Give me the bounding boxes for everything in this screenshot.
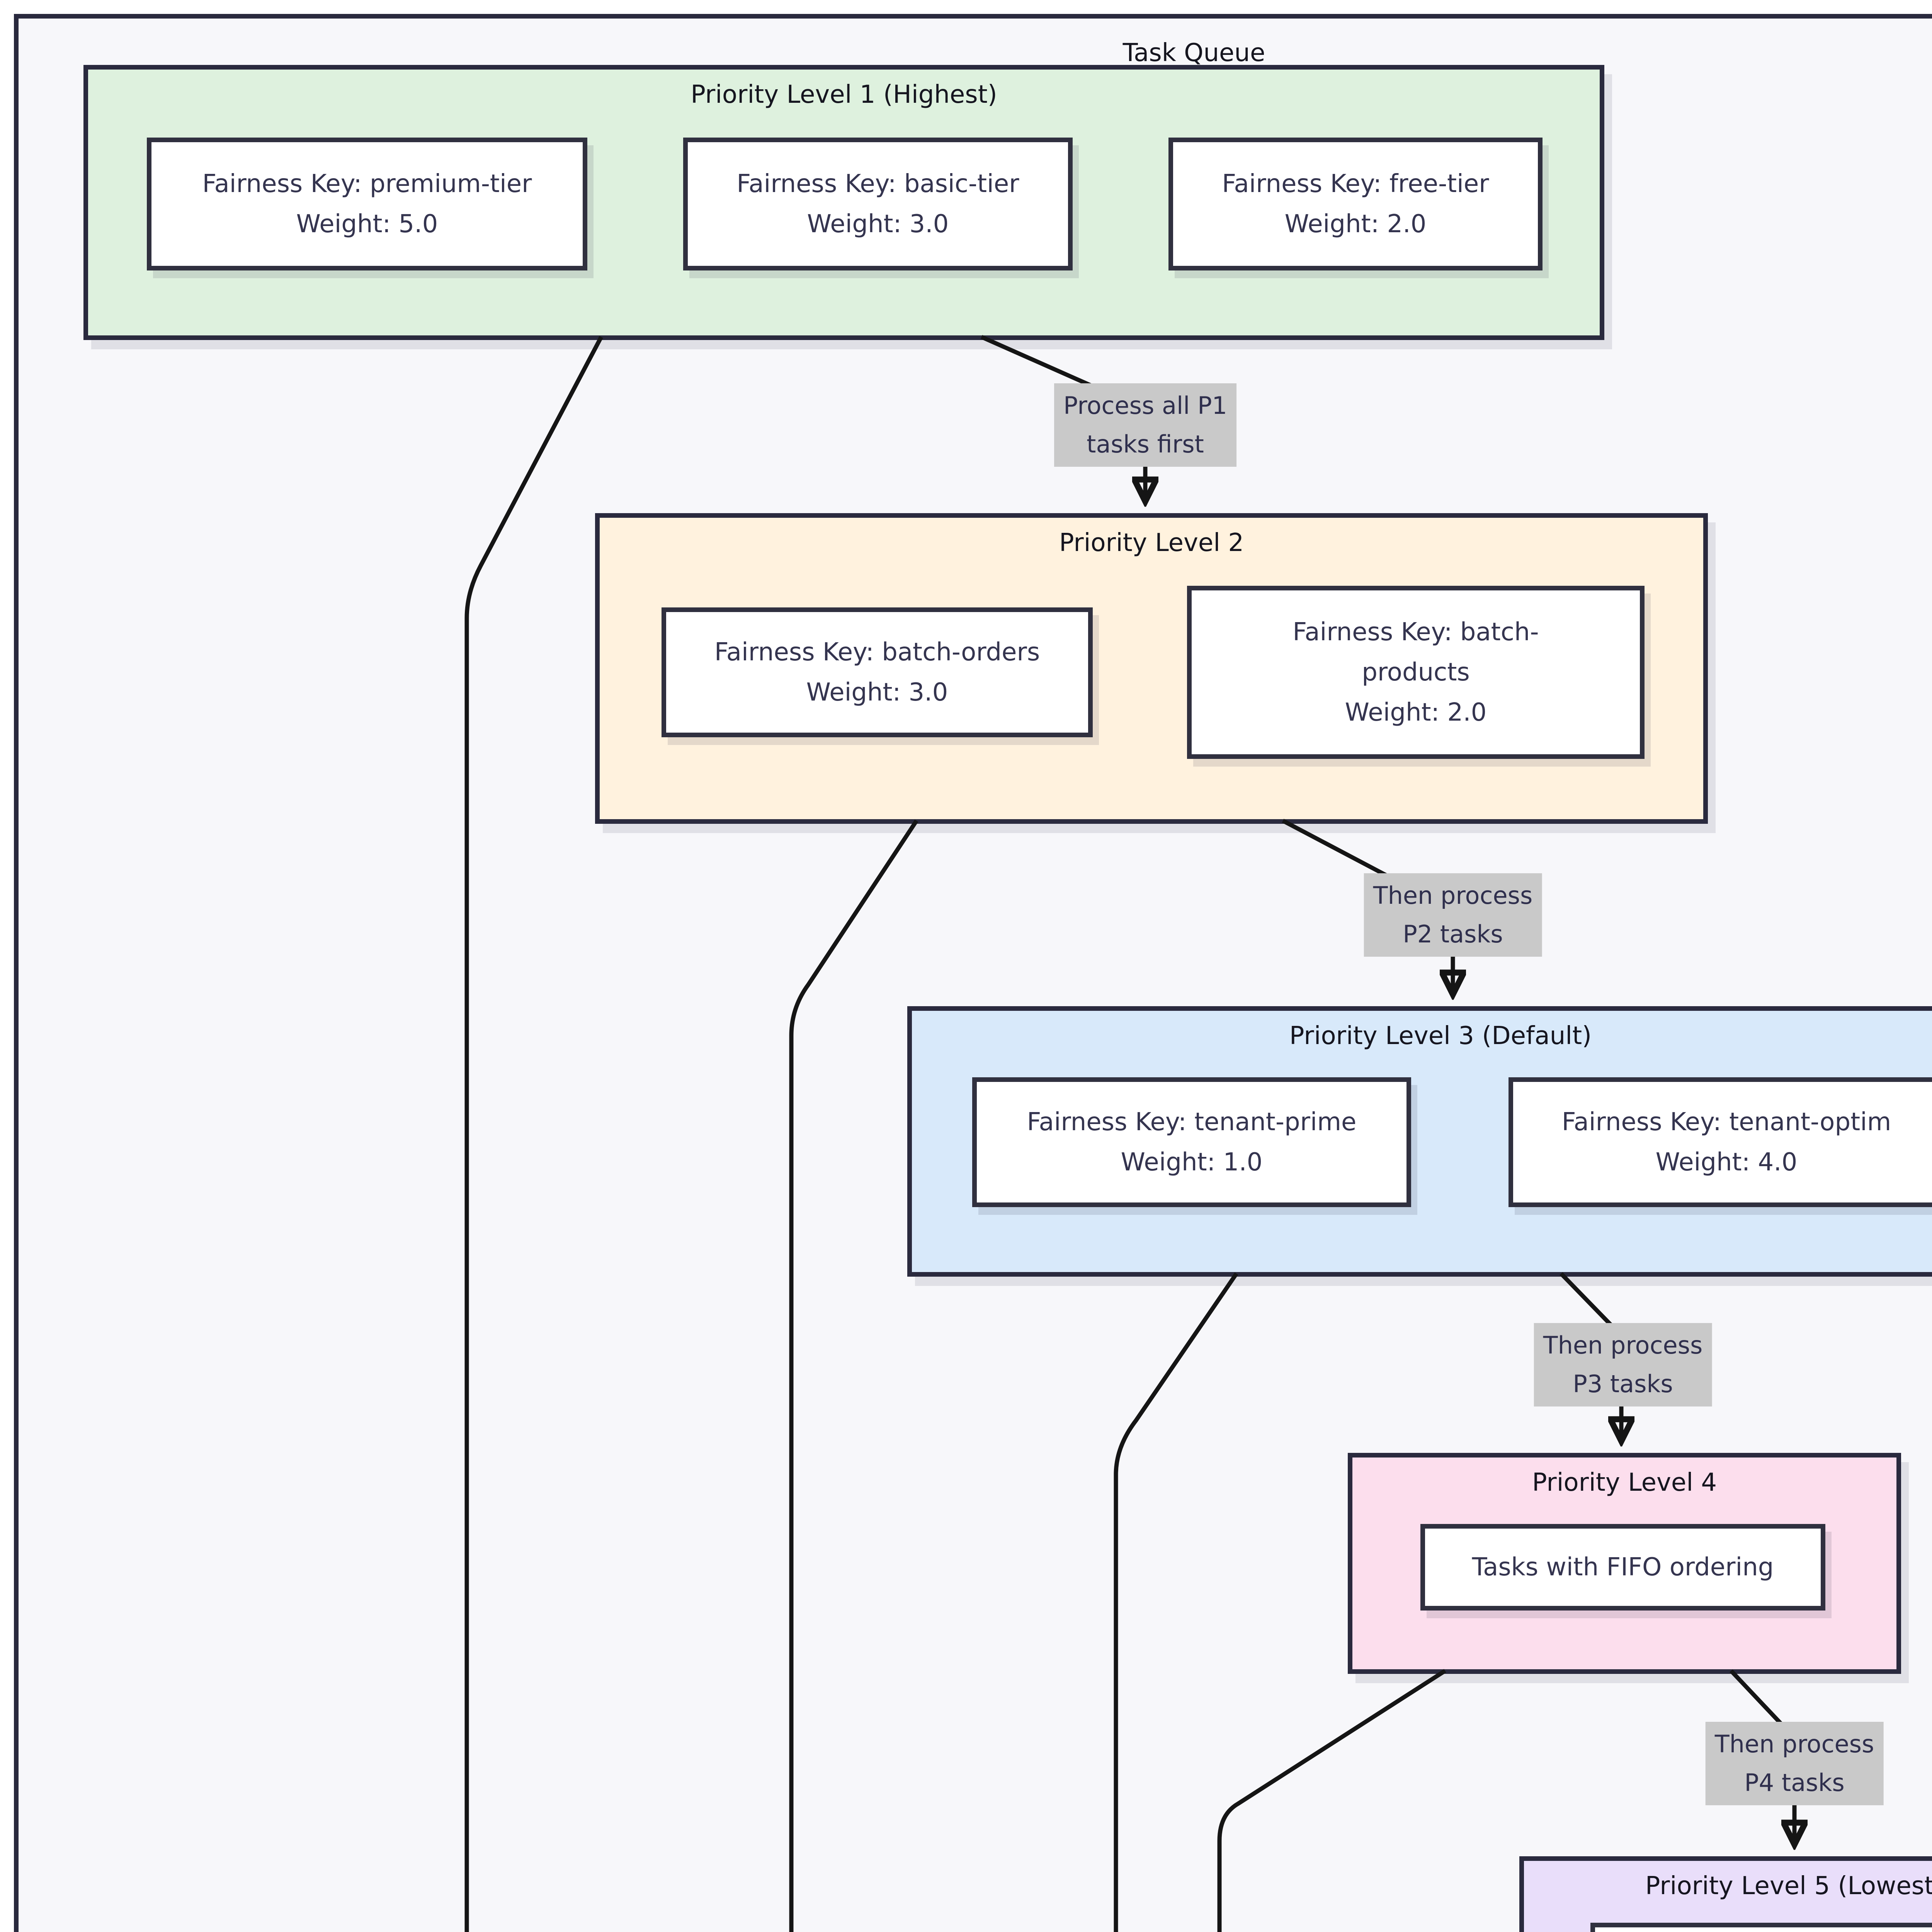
fairness-node-basic-tier: Fairness Key: basic-tier Weight: 3.0 [683, 138, 1073, 270]
edge-label-process-all-p1: Process all P1 tasks first [1054, 383, 1236, 467]
node-line: Tasks with FIFO ordering [1472, 1553, 1774, 1582]
edge-label-line: P2 tasks [1403, 920, 1503, 948]
fairness-node-tenant-optim: Fairness Key: tenant-optim Weight: 4.0 [1509, 1077, 1932, 1207]
node-line: Fairness Key: premium-tier [202, 170, 532, 198]
priority-level-1-title: Priority Level 1 (Highest) [690, 80, 997, 109]
edge-label-then-process-p4: Then process P4 tasks [1705, 1722, 1884, 1805]
edge-label-line: Then process [1714, 1730, 1874, 1758]
fairness-node-tenant-prime: Fairness Key: tenant-prime Weight: 1.0 [972, 1077, 1411, 1207]
node-line: Weight: 2.0 [1345, 698, 1487, 727]
priority-level-3-title: Priority Level 3 (Default) [1289, 1022, 1592, 1050]
node-line: Fairness Key: batch-orders [714, 638, 1040, 667]
priority-level-5-title: Priority Level 5 (Lowest) [1645, 1872, 1932, 1900]
edge-label-then-process-p2: Then process P2 tasks [1364, 873, 1542, 957]
fifo-node-level-5: Tasks with FIFO ordering [1590, 1923, 1932, 1932]
edge-label-line: Then process [1373, 881, 1533, 910]
edge-label-line: P4 tasks [1744, 1769, 1845, 1797]
node-line: Weight: 1.0 [1121, 1148, 1263, 1177]
fairness-node-batch-orders: Fairness Key: batch-orders Weight: 3.0 [662, 607, 1093, 737]
fairness-node-batch-products: Fairness Key: batch- products Weight: 2.… [1187, 586, 1645, 759]
node-line: Weight: 3.0 [806, 678, 948, 707]
node-line: Fairness Key: basic-tier [736, 170, 1019, 198]
edge-label-line: P3 tasks [1573, 1370, 1673, 1398]
edge-label-then-process-p3: Then process P3 tasks [1534, 1323, 1712, 1406]
node-line: products [1362, 658, 1470, 687]
node-line: Weight: 5.0 [296, 210, 438, 238]
priority-level-2-title: Priority Level 2 [1059, 529, 1244, 557]
fifo-node-level-4: Tasks with FIFO ordering [1420, 1524, 1825, 1611]
node-line: Weight: 4.0 [1655, 1148, 1798, 1177]
node-line: Weight: 2.0 [1284, 210, 1427, 238]
node-line: Weight: 3.0 [807, 210, 949, 238]
fairness-node-premium-tier: Fairness Key: premium-tier Weight: 5.0 [147, 138, 587, 270]
node-line: Fairness Key: batch- [1293, 618, 1539, 646]
fairness-node-free-tier: Fairness Key: free-tier Weight: 2.0 [1168, 138, 1543, 270]
priority-level-5-cluster: Priority Level 5 (Lowest) [1519, 1856, 1932, 1932]
node-line: Fairness Key: tenant-prime [1027, 1108, 1357, 1136]
edge-label-line: Then process [1543, 1331, 1703, 1359]
edge-label-line: tasks first [1087, 430, 1204, 458]
task-queue-title: Task Queue [1122, 39, 1265, 67]
node-line: Fairness Key: free-tier [1222, 170, 1489, 198]
edge-label-line: Process all P1 [1063, 391, 1227, 420]
node-line: Fairness Key: tenant-optim [1561, 1108, 1891, 1136]
priority-level-4-title: Priority Level 4 [1532, 1468, 1717, 1497]
